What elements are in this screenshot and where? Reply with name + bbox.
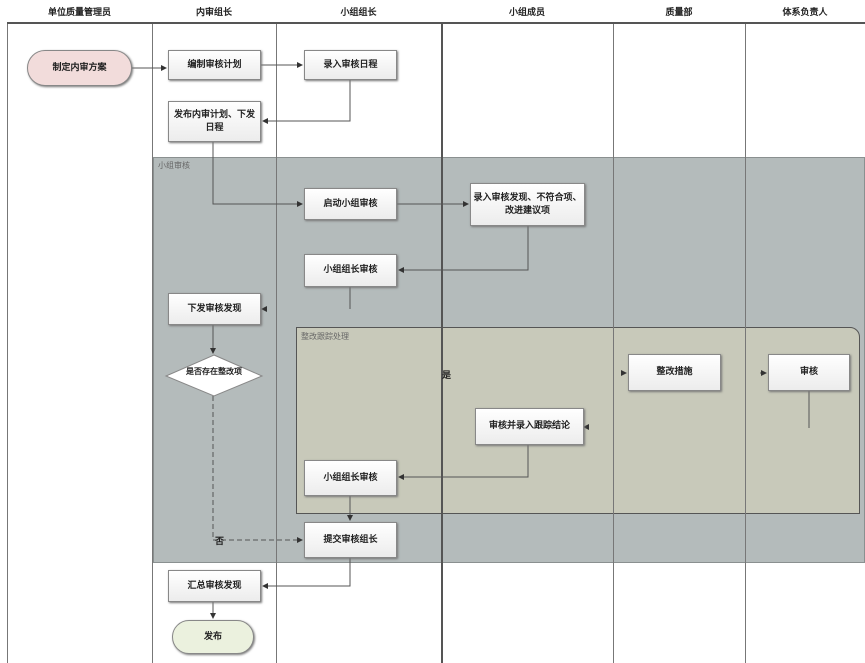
node-summarize-findings: 汇总审核发现 bbox=[168, 570, 261, 602]
lane-header-audit-leader: 内审组长 bbox=[152, 0, 276, 24]
start-node: 制定内审方案 bbox=[27, 50, 132, 86]
decision-diamond bbox=[164, 354, 264, 397]
node-leader-review-1: 小组组长审核 bbox=[304, 254, 397, 287]
lane-divider bbox=[613, 22, 614, 663]
node-start-group-review: 启动小组审核 bbox=[304, 188, 397, 220]
decision-label: 是否存在整改项 bbox=[186, 367, 242, 376]
node-submit-leader: 提交审核组长 bbox=[304, 522, 397, 558]
lane-divider bbox=[745, 22, 746, 663]
lane-header-quality-dept: 质量部 bbox=[613, 0, 745, 24]
lane-divider bbox=[152, 22, 153, 663]
node-enter-findings: 录入审核发现、不符合项、改进建议项 bbox=[470, 183, 585, 226]
node-audit-tracking: 审核并录入跟踪结论 bbox=[475, 408, 584, 445]
end-node: 发布 bbox=[172, 620, 254, 654]
rectify-tracking-label: 整改跟踪处理 bbox=[301, 332, 349, 341]
lane-header-group-member: 小组成员 bbox=[441, 0, 613, 24]
lane-divider bbox=[441, 22, 443, 663]
node-leader-review-2: 小组组长审核 bbox=[304, 460, 397, 496]
node-issue-findings: 下发审核发现 bbox=[168, 293, 261, 325]
lane-header-quality-admin: 单位质量管理员 bbox=[7, 0, 152, 24]
node-audit: 审核 bbox=[768, 354, 850, 391]
node-publish-plan: 发布内审计划、下发日程 bbox=[168, 101, 261, 142]
lane-divider bbox=[276, 22, 277, 663]
lane-header-group-leader: 小组组长 bbox=[276, 0, 441, 24]
edge-label-no: 否 bbox=[215, 537, 225, 547]
node-compile-plan: 编制审核计划 bbox=[168, 50, 261, 80]
edge-label-yes: 是 bbox=[442, 371, 452, 381]
node-enter-schedule: 录入审核日程 bbox=[304, 50, 397, 80]
group-review-label: 小组审核 bbox=[158, 161, 190, 170]
node-rectify-measures: 整改措施 bbox=[628, 354, 721, 391]
lane-header-system-owner: 体系负责人 bbox=[745, 0, 865, 24]
lane-border bbox=[7, 22, 8, 663]
